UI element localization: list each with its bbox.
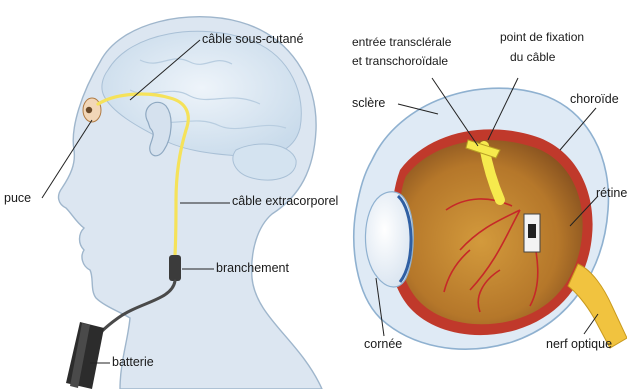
label-entry-line2: et transchoroïdale [352, 54, 448, 69]
label-fixation-line1: point de fixation [500, 30, 584, 45]
leader-optic-nerve [584, 314, 598, 334]
label-fixation-line2: du câble [510, 50, 555, 65]
battery-icon [66, 322, 104, 389]
label-cornea: cornée [364, 337, 402, 352]
label-cable-external: câble extracorporel [232, 194, 338, 209]
label-sclera: sclère [352, 96, 385, 111]
label-battery: batterie [112, 355, 154, 370]
label-chip: puce [4, 191, 31, 206]
eye-illustration [354, 78, 627, 349]
label-retina: rétine [596, 186, 627, 201]
label-optic-nerve: nerf optique [546, 337, 612, 352]
label-cable-subcutaneous: câble sous-cutané [202, 32, 303, 47]
optic-nerve-shape [568, 264, 627, 348]
extracorporeal-cable [175, 200, 176, 255]
connector [169, 255, 181, 281]
label-connection: branchement [216, 261, 289, 276]
implant-core [528, 224, 536, 238]
label-entry-line1: entrée transclérale [352, 35, 451, 50]
face-pupil [86, 107, 92, 113]
label-choroid: choroïde [570, 92, 619, 107]
